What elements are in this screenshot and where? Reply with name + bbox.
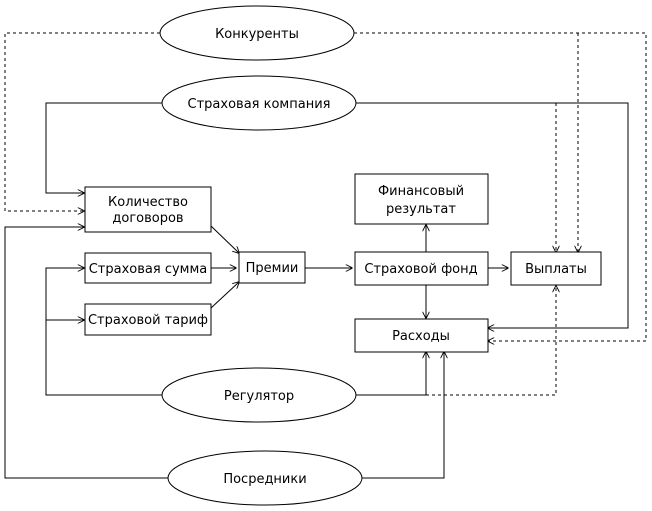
node-expenses: Расходы bbox=[354, 318, 489, 353]
edge-contracts-to-premiums bbox=[210, 225, 239, 253]
edge-tariff-to-premiums bbox=[210, 282, 239, 309]
node-regulator-label: Регулятор bbox=[224, 389, 294, 404]
node-contracts-count-line1: Количество bbox=[108, 195, 188, 210]
edge-intermediaries-to-contracts bbox=[4, 227, 168, 479]
node-sum-insured: Страховая сумма bbox=[84, 252, 212, 284]
edge-competitors-to-contracts bbox=[4, 32, 160, 211]
node-insurance-company-label: Страховая компания bbox=[188, 97, 331, 112]
node-contracts-count-line2: договоров bbox=[112, 211, 183, 226]
edge-regulator-to-payouts bbox=[426, 286, 556, 396]
node-intermediaries: Посредники bbox=[167, 450, 363, 506]
edge-regulator-to-sum bbox=[45, 268, 162, 396]
node-financial-result-line1: Финансовый bbox=[378, 184, 464, 199]
node-regulator: Регулятор bbox=[161, 367, 357, 423]
node-sum-insured-label: Страховая сумма bbox=[89, 262, 208, 277]
node-financial-result-line2: результат bbox=[386, 202, 456, 217]
edge-intermediaries-to-expenses bbox=[362, 352, 444, 479]
node-premiums-label: Премии bbox=[246, 261, 299, 276]
node-competitors-label: Конкуренты bbox=[215, 27, 299, 42]
node-premiums: Премии bbox=[238, 251, 306, 284]
edge-regulator-to-expenses bbox=[356, 352, 426, 396]
node-tariff-label: Страховой тариф bbox=[88, 313, 208, 328]
node-competitors: Конкуренты bbox=[159, 5, 355, 61]
edge-company-to-expenses bbox=[356, 102, 629, 328]
node-intermediaries-label: Посредники bbox=[223, 472, 306, 487]
node-financial-result: Финансовый результат bbox=[354, 173, 489, 225]
node-tariff: Страховой тариф bbox=[84, 303, 212, 336]
node-fund: Страховой фонд bbox=[354, 251, 489, 286]
edge-competitors-to-expenses bbox=[354, 32, 647, 341]
node-payouts-label: Выплаты bbox=[525, 262, 587, 277]
node-payouts: Выплаты bbox=[510, 251, 602, 286]
node-expenses-label: Расходы bbox=[392, 329, 450, 344]
edge-company-to-contracts bbox=[45, 102, 162, 193]
node-contracts-count: Количество договоров bbox=[84, 186, 212, 233]
node-fund-label: Страховой фонд bbox=[364, 262, 477, 277]
node-insurance-company: Страховая компания bbox=[161, 75, 357, 131]
